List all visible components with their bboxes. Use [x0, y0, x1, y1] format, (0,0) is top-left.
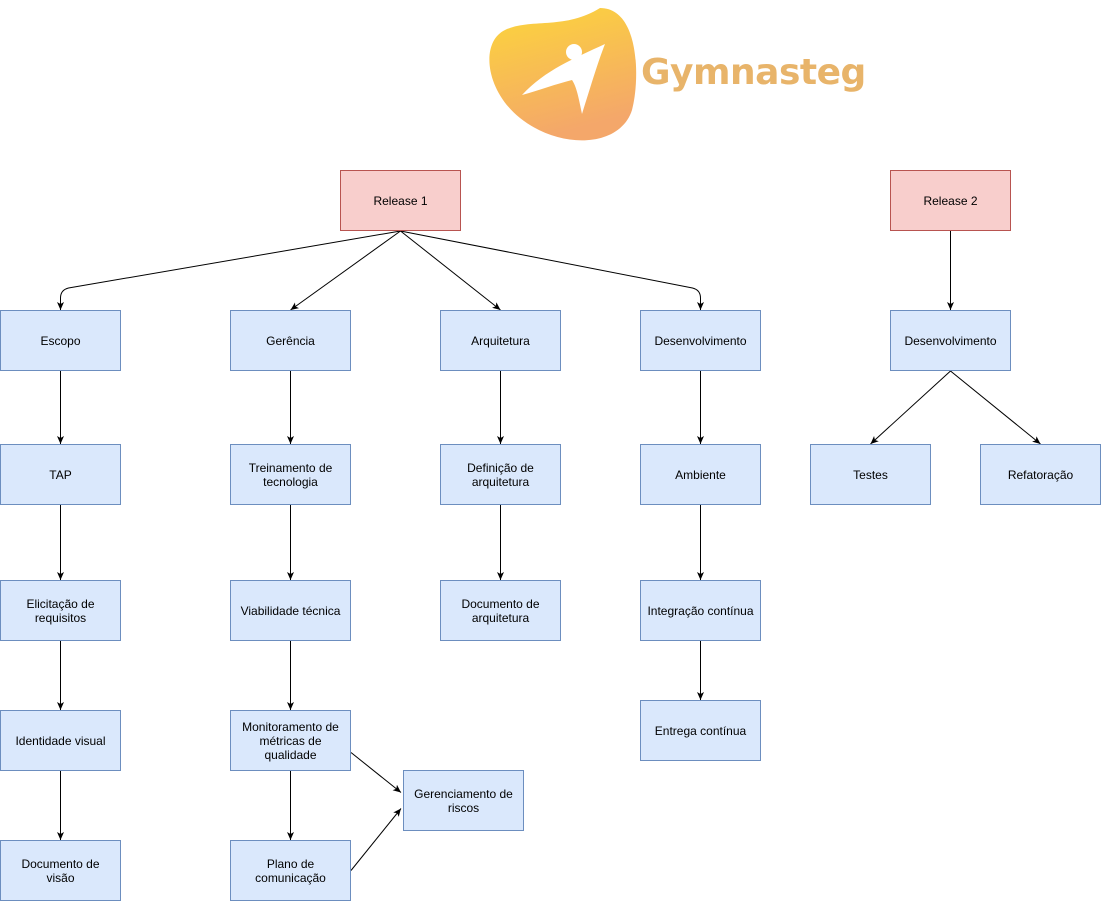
gymnasteg-logo — [489, 8, 637, 141]
node-gerenciamento-riscos: Gerenciamento de riscos — [403, 770, 524, 831]
edge-monitoramento-to-gerenciamento_riscos — [350, 752, 402, 793]
edge-release1-to-gerencia — [290, 230, 401, 311]
edge-plano_comunicacao-to-gerenciamento_riscos — [350, 808, 402, 871]
edge-release1-to-escopo — [57, 230, 401, 310]
edge-release1-to-desenvolvimento1 — [400, 230, 704, 310]
node-monitoramento: Monitoramento de métricas de qualidade — [230, 710, 351, 771]
node-elicitacao: Elicitação de requisitos — [0, 580, 121, 641]
node-ambiente: Ambiente — [640, 444, 761, 505]
node-release-2: Release 2 — [890, 170, 1011, 231]
node-viabilidade: Viabilidade técnica — [230, 580, 351, 641]
edge-release1-to-arquitetura — [400, 230, 501, 311]
node-tap: TAP — [0, 444, 121, 505]
edge-desenvolvimento2-to-refatoracao — [950, 370, 1041, 445]
node-documento-visao: Documento de visão — [0, 840, 121, 901]
node-treinamento: Treinamento de tecnologia — [230, 444, 351, 505]
node-release-1: Release 1 — [340, 170, 461, 231]
node-plano-comunicacao: Plano de comunicação — [230, 840, 351, 901]
node-identidade: Identidade visual — [0, 710, 121, 771]
node-testes: Testes — [810, 444, 931, 505]
node-gerencia: Gerência — [230, 310, 351, 371]
node-documento-arquitetura: Documento de arquitetura — [440, 580, 561, 641]
logo-figure-shape — [522, 44, 605, 114]
node-refatoracao: Refatoração — [980, 444, 1101, 505]
node-arquitetura: Arquitetura — [440, 310, 561, 371]
node-entrega: Entrega contínua — [640, 700, 761, 761]
edge-desenvolvimento2-to-testes — [870, 370, 951, 445]
logo-text: Gymnasteg — [641, 52, 866, 93]
logo-figure-head — [566, 44, 582, 60]
node-desenvolvimento-r1: Desenvolvimento — [640, 310, 761, 371]
node-definicao-arquitetura: Definição de arquitetura — [440, 444, 561, 505]
node-integracao: Integração contínua — [640, 580, 761, 641]
node-escopo: Escopo — [0, 310, 121, 371]
node-desenvolvimento-r2: Desenvolvimento — [890, 310, 1011, 371]
